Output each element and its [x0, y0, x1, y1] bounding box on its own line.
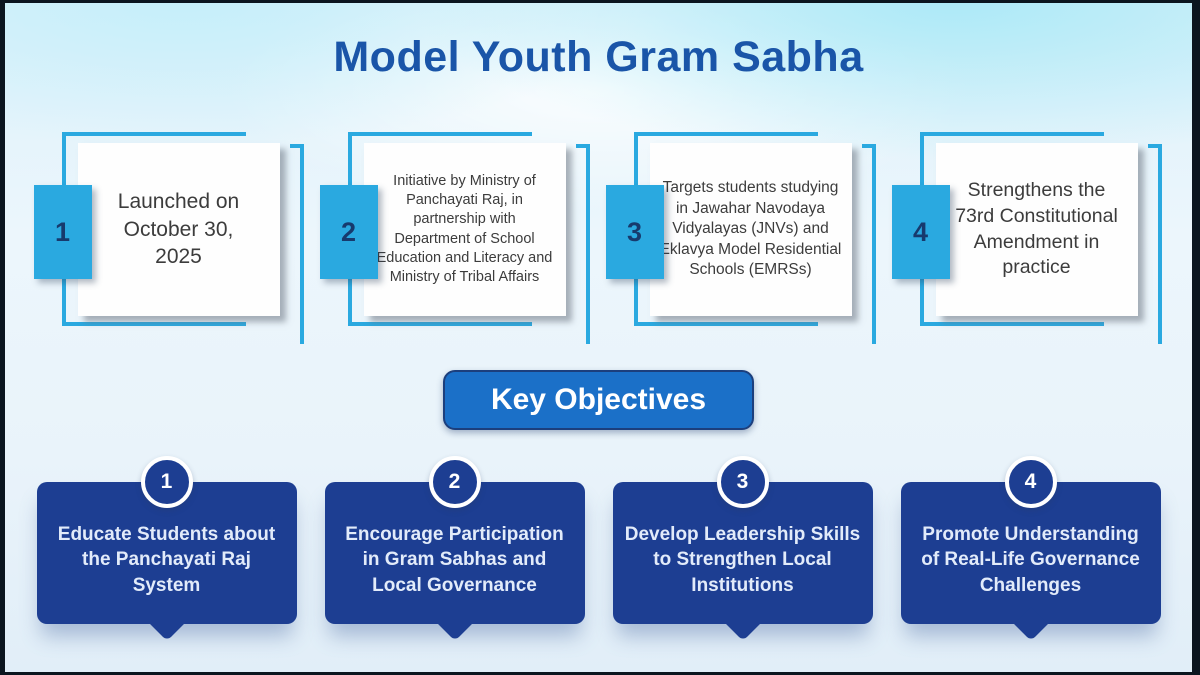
objective-card-2: 2 Encourage Participation in Gram Sabhas…	[324, 456, 585, 641]
fact-card-1: Launched on October 30, 2025 1	[33, 132, 306, 344]
objective-text: Encourage Participation in Gram Sabhas a…	[345, 523, 564, 596]
facts-row: Launched on October 30, 2025 1 Initiativ…	[5, 132, 1192, 344]
fact-card-3: Targets students studying in Jawahar Nav…	[605, 132, 878, 344]
page-title: Model Youth Gram Sabha	[333, 33, 864, 81]
objective-text: Develop Leadership Skills to Strengthen …	[624, 523, 861, 596]
fact-card-2: Initiative by Ministry of Panchayati Raj…	[319, 132, 592, 344]
objective-card-1: 1 Educate Students about the Panchayati …	[36, 456, 297, 641]
bracket-right-line	[1147, 144, 1162, 344]
fact-text: Initiative by Ministry of Panchayati Raj…	[376, 173, 553, 285]
objective-number-badge: 2	[428, 456, 481, 508]
objective-text: Educate Students about the Panchayati Ra…	[57, 523, 276, 596]
bracket-right-line	[575, 144, 590, 344]
objective-number-badge: 3	[716, 456, 769, 508]
fact-number-badge: 1	[33, 185, 92, 279]
fact-card-4: Strengthens the 73rd Constitutional Amen…	[891, 132, 1164, 344]
key-objectives-banner: Key Objectives	[442, 370, 755, 430]
fact-text-box: Launched on October 30, 2025	[77, 143, 280, 316]
bracket-right-line	[861, 144, 876, 344]
fact-number-badge: 2	[319, 185, 378, 279]
fact-text-box: Initiative by Ministry of Panchayati Raj…	[363, 143, 566, 316]
fact-text: Launched on October 30, 2025	[117, 189, 240, 269]
fact-number-badge: 3	[605, 185, 664, 279]
objective-card-4: 4 Promote Understanding of Real-Life Gov…	[900, 456, 1161, 641]
section-heading-wrap: Key Objectives	[5, 370, 1192, 430]
pointer-down-arrow	[437, 607, 472, 641]
fact-text-box: Targets students studying in Jawahar Nav…	[649, 143, 852, 316]
pointer-down-arrow	[1013, 607, 1048, 641]
objective-number-badge: 1	[140, 456, 193, 508]
fact-text: Strengthens the 73rd Constitutional Amen…	[955, 179, 1118, 279]
pointer-down-arrow	[149, 607, 184, 641]
objective-card-3: 3 Develop Leadership Skills to Strengthe…	[612, 456, 873, 641]
fact-number-badge: 4	[891, 185, 950, 279]
bracket-right-line	[289, 144, 304, 344]
objectives-row: 1 Educate Students about the Panchayati …	[5, 456, 1192, 641]
objective-number-badge: 4	[1004, 456, 1057, 508]
objective-text: Promote Understanding of Real-Life Gover…	[921, 523, 1140, 596]
fact-text-box: Strengthens the 73rd Constitutional Amen…	[935, 143, 1138, 316]
fact-text: Targets students studying in Jawahar Nav…	[659, 179, 842, 279]
pointer-down-arrow	[725, 607, 760, 641]
